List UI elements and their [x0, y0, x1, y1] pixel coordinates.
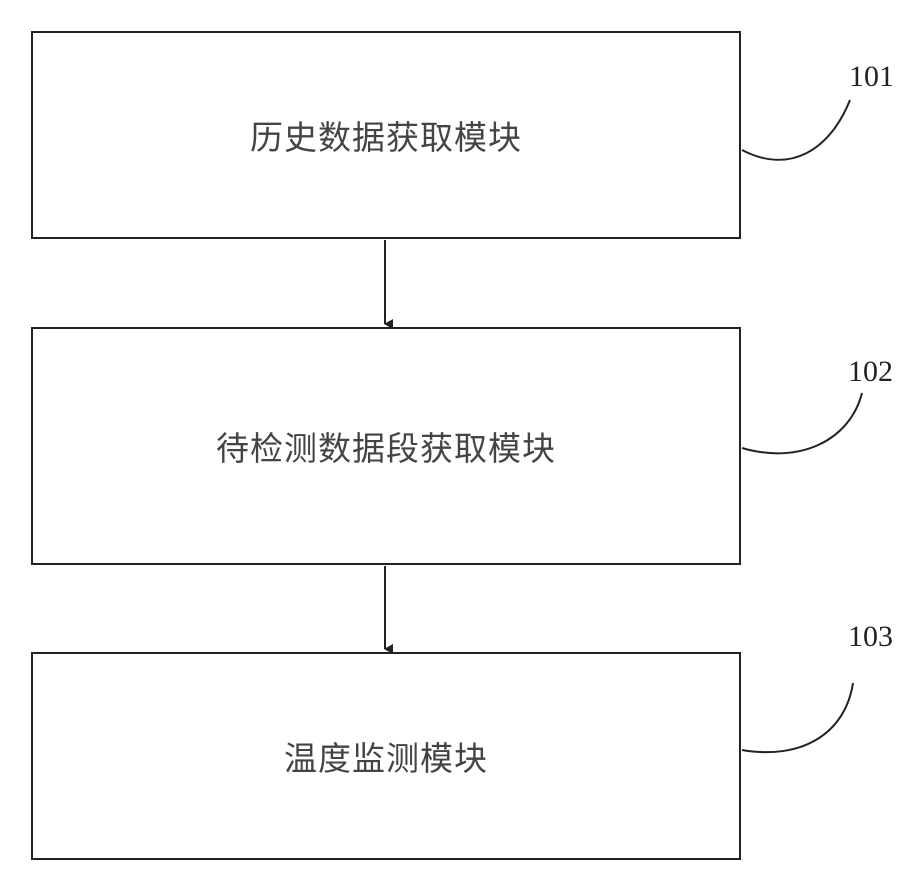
leader-line-102 [742, 393, 862, 453]
reference-numeral: 102 [848, 355, 893, 389]
module-box-segment-acquisition: 待检测数据段获取模块 [31, 327, 741, 565]
leader-line-101 [742, 100, 850, 160]
module-box-history-data: 历史数据获取模块 [31, 31, 741, 239]
reference-numeral: 101 [849, 60, 894, 94]
module-label: 待检测数据段获取模块 [216, 422, 556, 470]
leader-line-103 [742, 683, 853, 752]
module-box-temperature-monitoring: 温度监测模块 [31, 652, 741, 860]
reference-numeral: 103 [848, 620, 893, 654]
module-label: 温度监测模块 [284, 732, 488, 780]
module-label: 历史数据获取模块 [250, 111, 522, 159]
